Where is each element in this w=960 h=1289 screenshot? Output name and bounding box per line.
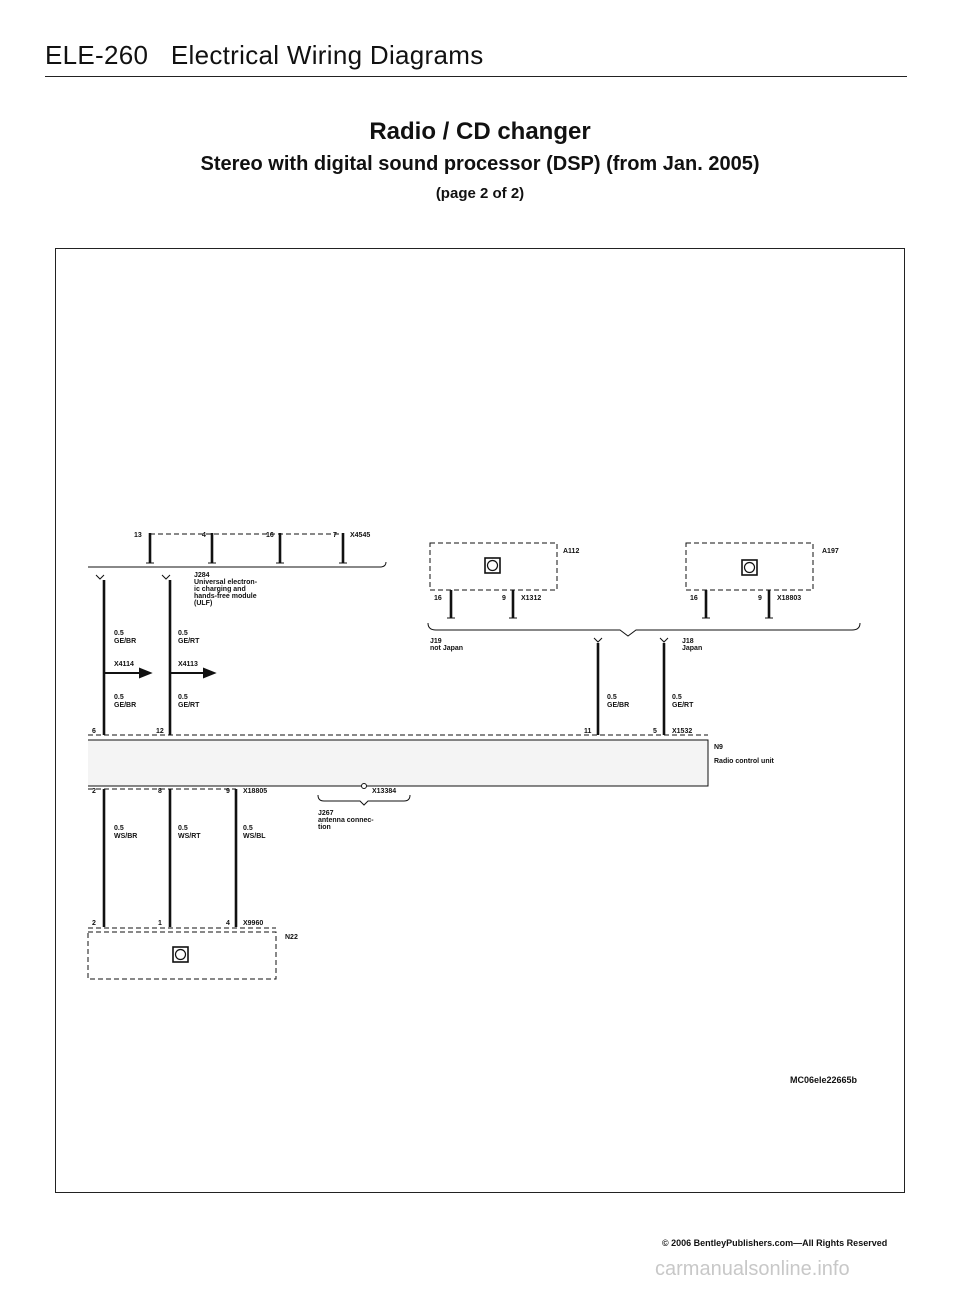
- a197-pin-9: 9: [758, 595, 762, 602]
- x4114-arrow-icon: [104, 667, 153, 679]
- a112-speaker-icon: [484, 557, 501, 574]
- component-n22: 2 1 4 X9960 N22: [87, 920, 298, 980]
- x4545-label: X4545: [350, 532, 370, 539]
- x1532-label: X1532: [672, 728, 692, 735]
- j284-bracket: [88, 561, 387, 568]
- connector-x4545: 13 4 16 7 X4545: [134, 532, 370, 564]
- x18803-label: X18803: [777, 595, 801, 602]
- j18-desc: Japan: [682, 645, 702, 652]
- header-rule: [45, 76, 907, 77]
- x4113-arrow-icon: [170, 667, 217, 679]
- wire-gauge-6: 0.5: [672, 694, 682, 701]
- wire-gauge-3: 0.5: [114, 694, 124, 701]
- x4545-pin-stubs: [148, 533, 345, 563]
- wire-gauge-5: 0.5: [607, 694, 617, 701]
- a197-label: A197: [822, 548, 839, 555]
- a197-box: [685, 542, 814, 591]
- n22-speaker-icon: [172, 946, 189, 963]
- wire-gauge-8: 0.5: [178, 825, 188, 832]
- j284-desc-3: hands-free module: [194, 593, 257, 600]
- wire-color-8: WS/RT: [178, 833, 201, 840]
- j19-j18-bracket: [427, 622, 861, 637]
- x1532-pin-11: 11: [584, 728, 592, 735]
- wire-gauge-1: 0.5: [114, 630, 124, 637]
- x18805-pin-2: 2: [92, 788, 96, 795]
- n22-label: N22: [285, 934, 298, 941]
- a197-speaker-icon: [741, 559, 758, 576]
- watermark: carmanualsonline.info: [655, 1258, 850, 1280]
- page-indicator: (page 2 of 2): [435, 185, 525, 202]
- x18805-pin-9: 9: [226, 788, 230, 795]
- x9960-pin-1: 1: [158, 920, 162, 927]
- wire-gauge-9: 0.5: [243, 825, 253, 832]
- right-wires-upper: [596, 643, 666, 735]
- n9-id: N9: [714, 744, 723, 751]
- a112-pin-16: 16: [434, 595, 442, 602]
- x18805-pin-8: 8: [158, 788, 162, 795]
- wire-color-1: GE/BR: [114, 638, 136, 645]
- j267-desc-1: antenna connec-: [318, 817, 374, 824]
- x1532-pin-5: 5: [653, 728, 657, 735]
- x1532-pin-12: 12: [156, 728, 164, 735]
- diagram-subtitle: Stereo with digital sound processor (DSP…: [200, 153, 760, 175]
- n22-box: [87, 931, 277, 980]
- wire-color-2: GE/RT: [178, 638, 200, 645]
- x4545-pin-4: 4: [202, 532, 206, 539]
- wire-color-3: GE/BR: [114, 702, 136, 709]
- a112-label: A112: [563, 548, 579, 555]
- wire-color-7: WS/BR: [114, 833, 137, 840]
- wire-color-6: GE/RT: [672, 702, 694, 709]
- x18805-label: X18805: [243, 788, 267, 795]
- x1532-pin-6: 6: [92, 728, 96, 735]
- j284-id: J284: [194, 572, 210, 579]
- a112-pin-9: 9: [502, 595, 506, 602]
- left-wires-upper: [102, 580, 172, 735]
- x9960-pin-4: 4: [226, 920, 230, 927]
- n9-outline: [88, 739, 709, 787]
- j267-bracket: [317, 794, 411, 806]
- page-header: ELE-260 Electrical Wiring Diagrams: [45, 40, 484, 71]
- j18-id: J18: [682, 638, 694, 645]
- section-code: ELE-260: [45, 40, 149, 70]
- j267-id: J267: [318, 810, 334, 817]
- a197-pin-16: 16: [690, 595, 698, 602]
- diagram-title: Radio / CD changer: [369, 118, 591, 145]
- j267-desc-2: tion: [318, 824, 331, 831]
- component-a112: A112 16 9 X1312: [429, 542, 579, 619]
- wire-gauge-2: 0.5: [178, 630, 188, 637]
- x1312-label: X1312: [521, 595, 541, 602]
- j284-desc-2: ic charging and: [194, 586, 246, 593]
- a112-box: [429, 542, 558, 591]
- section-title: Electrical Wiring Diagrams: [170, 40, 484, 70]
- x4545-pin-13: 13: [134, 532, 142, 539]
- wire-gauge-7: 0.5: [114, 825, 124, 832]
- j284-desc-1: Universal electron-: [194, 579, 258, 586]
- x4545-pin-16: 16: [266, 532, 274, 539]
- x4113-label: X4113: [178, 661, 198, 668]
- radio-control-unit-n9: 6 12 11 5 X1532 N9 Radio control unit: [88, 728, 775, 787]
- n9-body: [88, 740, 708, 786]
- copyright: © 2006 BentleyPublishers.com—All Rights …: [662, 1238, 888, 1248]
- j19-desc: not Japan: [430, 645, 463, 652]
- component-a197: A197 16 9 X18803: [685, 542, 839, 619]
- lower-wires: [102, 789, 238, 927]
- wire-color-4: GE/RT: [178, 702, 200, 709]
- a197-pin-stubs: [704, 590, 771, 618]
- j19-id: J19: [430, 638, 442, 645]
- wire-color-5: GE/BR: [607, 702, 629, 709]
- x13384-label: X13384: [372, 788, 396, 795]
- wire-color-9: WS/BL: [243, 833, 266, 840]
- x4114-label: X4114: [114, 661, 134, 668]
- x9960-pin-2: 2: [92, 920, 96, 927]
- diagram-id: MC06ele22665b: [790, 1075, 858, 1085]
- x13384-pin-icon: [361, 783, 367, 789]
- x9960-label: X9960: [243, 920, 263, 927]
- a112-pin-stubs: [449, 590, 515, 618]
- wire-gauge-4: 0.5: [178, 694, 188, 701]
- diagram-frame: [55, 248, 905, 1193]
- x4545-pin-7: 7: [333, 532, 337, 539]
- j284-desc-4: (ULF): [194, 600, 212, 607]
- n9-desc: Radio control unit: [714, 758, 775, 765]
